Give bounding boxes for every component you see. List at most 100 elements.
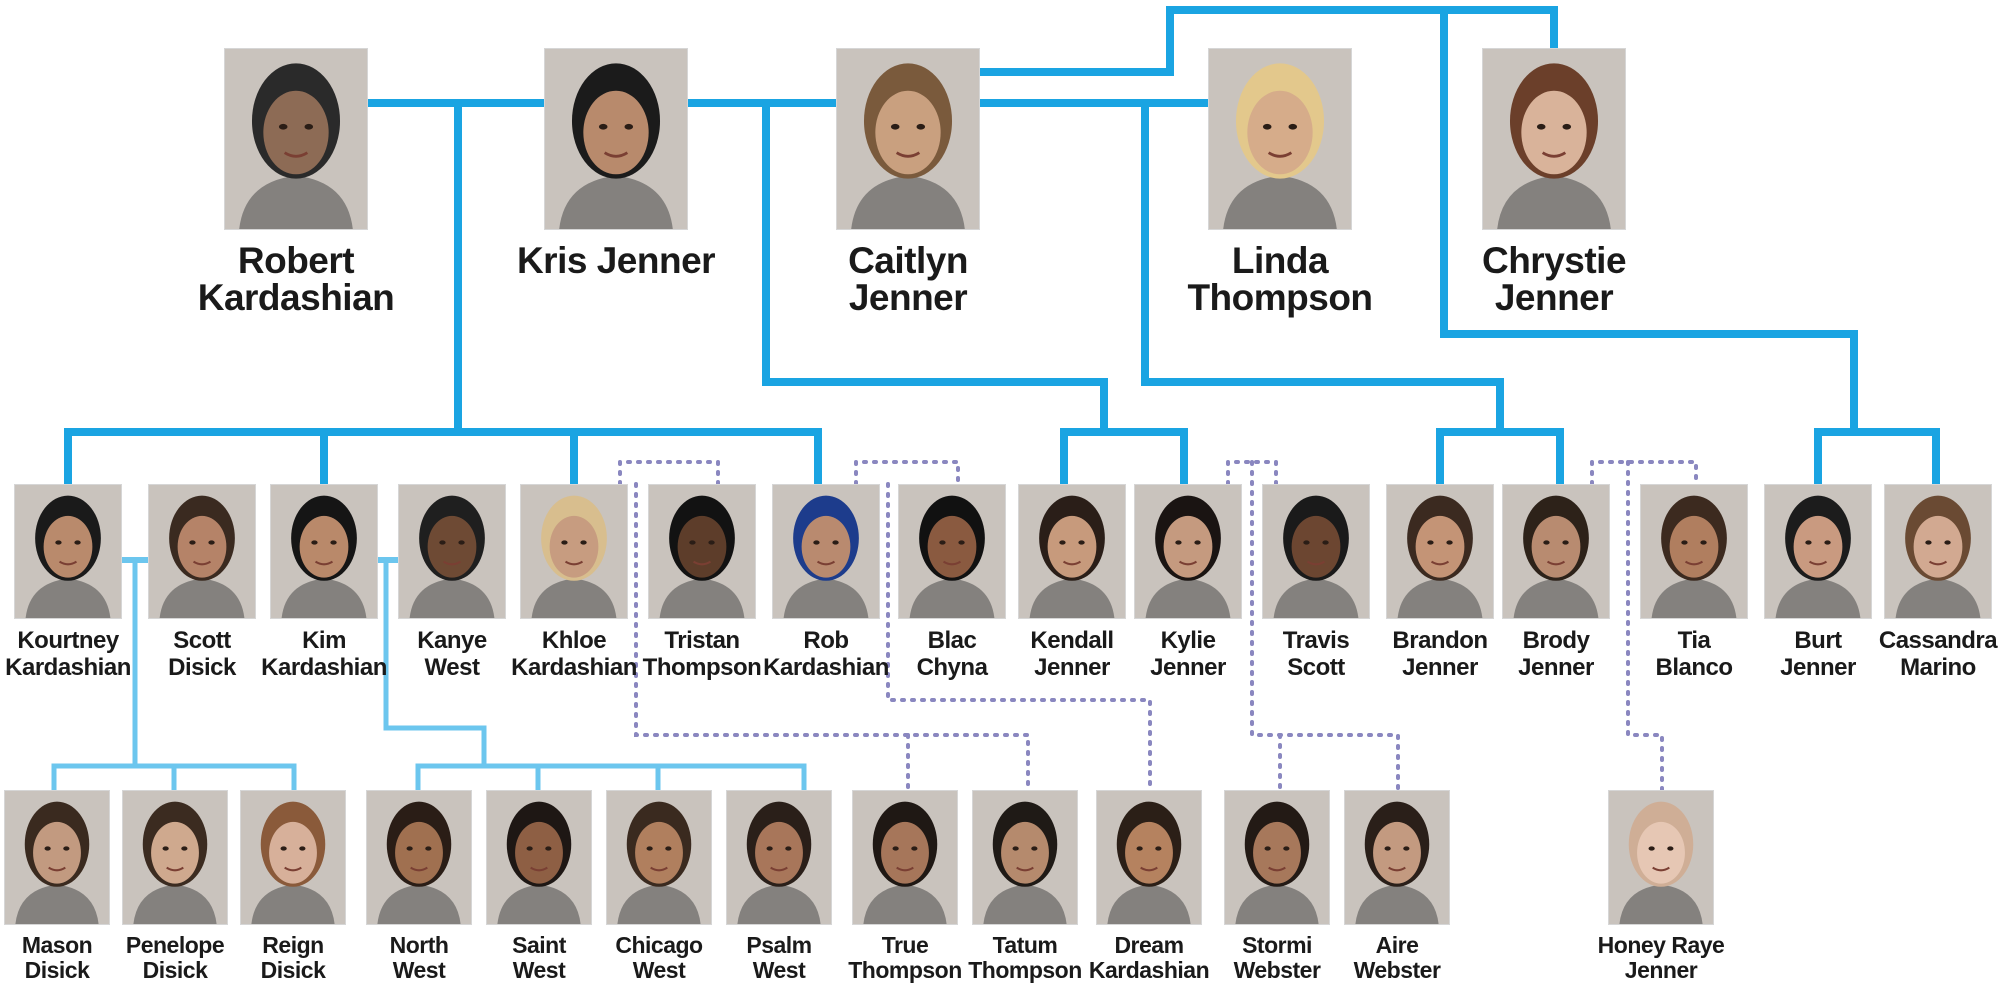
name-line1: Kendall: [1030, 627, 1114, 654]
portrait-image: [367, 791, 471, 924]
portrait-photo: [544, 48, 688, 230]
portrait-photo: [972, 790, 1078, 925]
name-line2: Disick: [24, 957, 90, 983]
portrait-image: [1483, 49, 1625, 229]
portrait-photo: [1344, 790, 1450, 925]
descent-kim-kanye: [383, 557, 487, 769]
portrait-image: [1885, 485, 1991, 618]
name-line2: Disick: [142, 957, 208, 983]
name-line1: Tia: [1677, 627, 1711, 654]
dotted-brody-tia: [1590, 460, 1698, 486]
portrait-photo: [772, 484, 880, 619]
name-line2: Disick: [260, 957, 326, 983]
name-line1: Burt: [1794, 627, 1842, 654]
name-line1: Saint: [512, 932, 566, 958]
portrait-image: [899, 485, 1005, 618]
name-line1: Kanye: [417, 627, 487, 654]
name-line2: Scott: [1287, 654, 1345, 681]
name-line1: Tristan: [664, 627, 740, 654]
name-line2: Kardashian: [511, 654, 637, 681]
portrait-image: [225, 49, 367, 229]
portrait-image: [149, 485, 255, 618]
portrait-image: [1641, 485, 1747, 618]
name-line1: Honey Raye: [1597, 932, 1725, 958]
name-line2: Webster: [1233, 957, 1321, 983]
dotted-khloe-tristan: [618, 460, 720, 486]
portrait-image: [1503, 485, 1609, 618]
portrait-image: [773, 485, 879, 618]
portrait-image: [1345, 791, 1449, 924]
portrait-image: [123, 791, 227, 924]
portrait-image: [1225, 791, 1329, 924]
name-line2: Thompson: [968, 957, 1082, 983]
name-line1: Mason: [21, 932, 93, 958]
name-line1: Aire: [1375, 932, 1419, 958]
portrait-photo: [486, 790, 592, 925]
portrait-photo: [520, 484, 628, 619]
portrait-image: [1609, 791, 1713, 924]
descent-caitlyn-linda: [1141, 99, 1504, 436]
name-line2: Jenner: [1518, 654, 1594, 681]
portrait-image: [973, 791, 1077, 924]
portrait-photo: [1608, 790, 1714, 925]
portrait-photo: [836, 48, 980, 230]
name-line2: West: [424, 654, 480, 681]
portrait-photo: [366, 790, 472, 925]
dotted-rob-blac: [854, 460, 960, 486]
name-line1: Kris Jenner: [516, 240, 716, 281]
portrait-photo: [1018, 484, 1126, 619]
name-line2: Kardashian: [1088, 957, 1210, 983]
name-line2: Marino: [1900, 654, 1976, 681]
portrait-image: [1209, 49, 1351, 229]
portrait-photo: [398, 484, 506, 619]
portrait-photo: [1386, 484, 1494, 619]
portrait-image: [521, 485, 627, 618]
name-line1: Rob: [803, 627, 849, 654]
portrait-image: [545, 49, 687, 229]
name-line1: True: [881, 932, 929, 958]
name-line2: Chyna: [916, 654, 988, 681]
portrait-photo: [1096, 790, 1202, 925]
name-line1: Brody: [1522, 627, 1590, 654]
portrait-image: [649, 485, 755, 618]
dotted-rob-blac-kid: [886, 482, 1152, 792]
descent-kris-caitlyn: [762, 99, 1108, 436]
name-line2: Jenner: [1624, 957, 1698, 983]
name-line1: Psalm: [746, 932, 812, 958]
portrait-image: [1135, 485, 1241, 618]
name-line1: Caitlyn: [848, 240, 968, 281]
portrait-photo: [1134, 484, 1242, 619]
portrait-photo: [1640, 484, 1748, 619]
portrait-photo: [648, 484, 756, 619]
portrait-photo: [148, 484, 256, 619]
name-line2: Thompson: [642, 654, 762, 681]
portrait-photo: [726, 790, 832, 925]
name-line2: Jenner: [1034, 654, 1110, 681]
portrait-photo: [1884, 484, 1992, 619]
portrait-image: [271, 485, 377, 618]
name-line1: Cassandra: [1878, 627, 1998, 654]
portrait-photo: [122, 790, 228, 925]
name-line1: Reign: [262, 932, 324, 958]
